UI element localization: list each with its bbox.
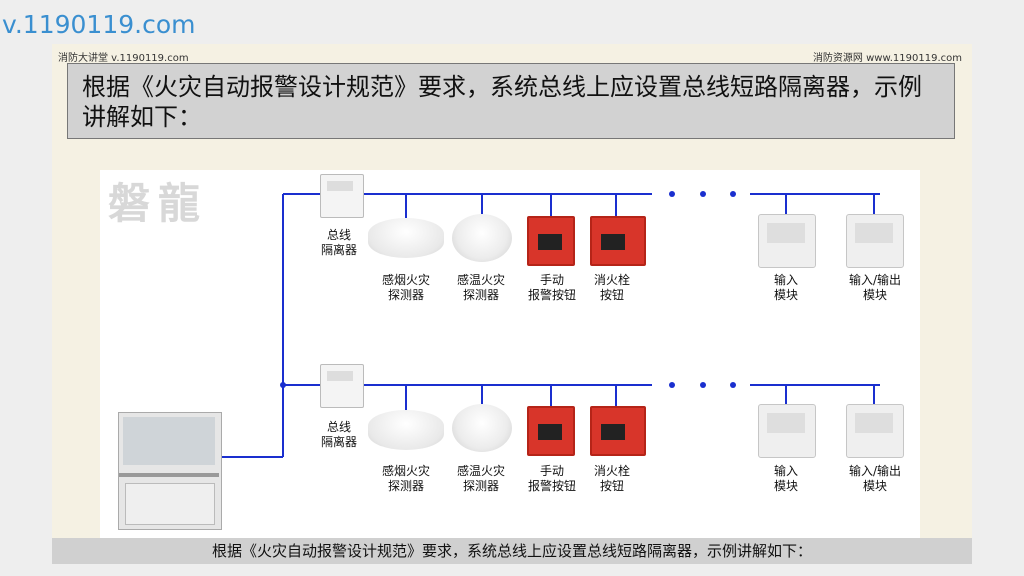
io-module-label: 输入/输出 模块 [848, 464, 902, 493]
bottom-caption: 根据《火灾自动报警设计规范》要求，系统总线上应设置总线短路隔离器，示例讲解如下： [52, 538, 972, 564]
fire-alarm-control-panel [118, 412, 222, 530]
input-module-device [758, 214, 816, 268]
heat-detector-device [452, 404, 512, 452]
input-module-label: 输入 模块 [773, 464, 798, 493]
io-module-device [846, 404, 904, 458]
heat-detector-label: 感温火灾 探测器 [456, 464, 505, 493]
ellipsis-dot [730, 191, 736, 197]
ellipsis-dot [669, 382, 675, 388]
manual-call-point-label: 手动 报警按钮 [527, 464, 576, 493]
bus-isolator-device [320, 174, 364, 218]
input-module-device [758, 404, 816, 458]
ellipsis-dot [730, 382, 736, 388]
slide-title: 根据《火灾自动报警设计规范》要求，系统总线上应设置总线短路隔离器，示例讲解如下： [67, 63, 955, 139]
io-module-label: 输入/输出 模块 [848, 273, 902, 302]
isolator-label: 总线 隔离器 [320, 420, 357, 449]
heat-detector-label: 感温火灾 探测器 [456, 273, 505, 302]
brand-logo: 磐龍 [108, 179, 209, 228]
site-watermark: v.1190119.com [2, 10, 196, 39]
hydrant-button-label: 消火栓 按钮 [593, 273, 630, 302]
hydrant-button-device [590, 406, 646, 456]
smoke-detector-label: 感烟火灾 探测器 [381, 464, 430, 493]
ellipsis-dot [700, 191, 706, 197]
bus-junction-dot [280, 382, 286, 388]
heat-detector-device [452, 214, 512, 262]
smoke-detector-label: 感烟火灾 探测器 [381, 273, 430, 302]
input-module-label: 输入 模块 [773, 273, 798, 302]
hydrant-button-label: 消火栓 按钮 [593, 464, 630, 493]
manual-call-point-device [527, 216, 575, 266]
bus-isolator-device [320, 364, 364, 408]
header-left-text: 消防大讲堂 v.1190119.com [58, 53, 189, 64]
io-module-device [846, 214, 904, 268]
manual-call-point-device [527, 406, 575, 456]
smoke-detector-device [368, 218, 444, 258]
header-right-text: 消防资源网 www.1190119.com [812, 53, 962, 64]
smoke-detector-device [368, 410, 444, 450]
isolator-label: 总线 隔离器 [320, 228, 357, 257]
ellipsis-dot [669, 191, 675, 197]
manual-call-point-label: 手动 报警按钮 [527, 273, 576, 302]
ellipsis-dot [700, 382, 706, 388]
hydrant-button-device [590, 216, 646, 266]
